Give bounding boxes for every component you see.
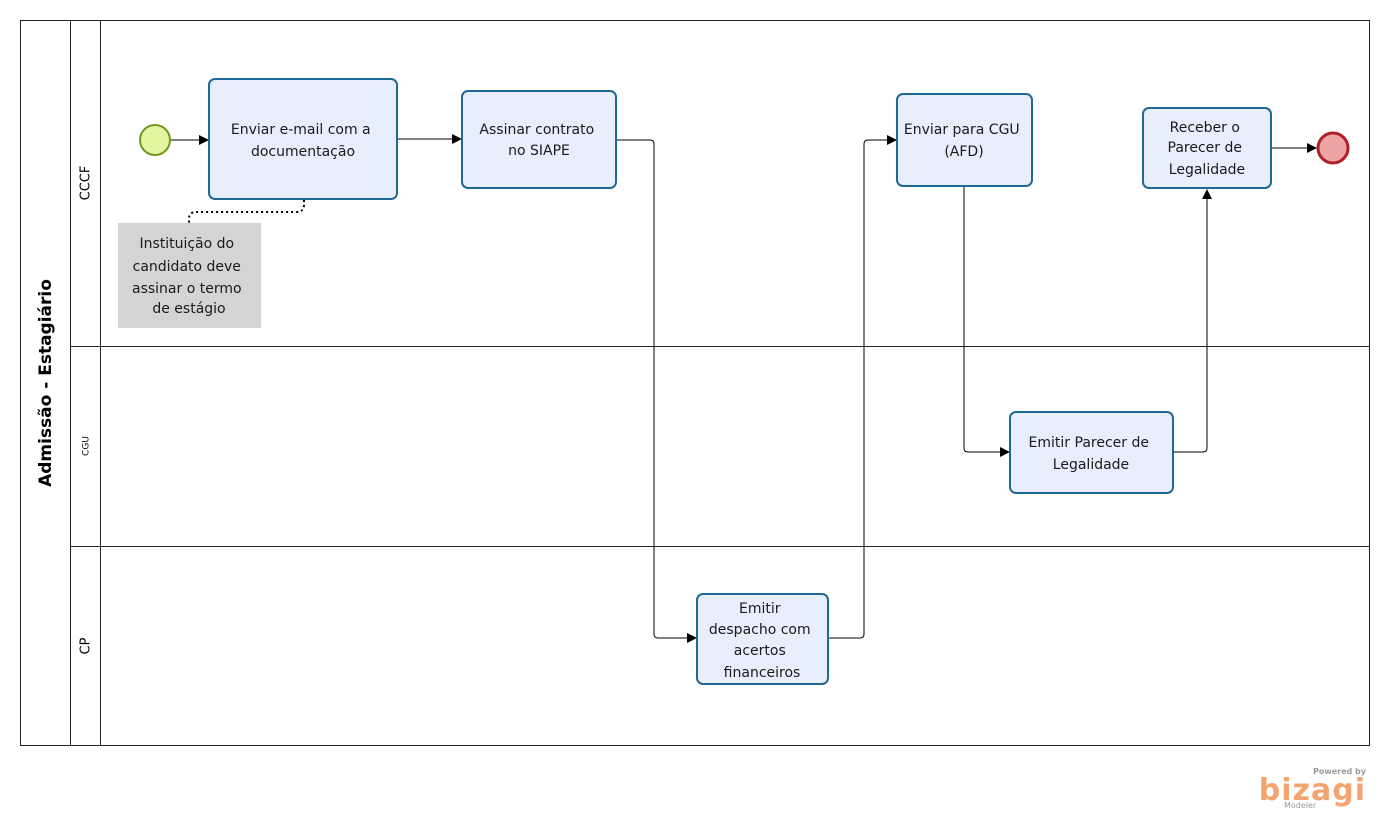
- task-label: Enviar e-mail com a documentação: [231, 122, 375, 160]
- flow-assinar-to-despacho: [616, 139, 697, 643]
- task-emitir-parecer[interactable]: Emitir Parecer de Legalidade: [1009, 411, 1174, 494]
- flow-enviar-cgu-to-emitir-parecer: [963, 187, 1010, 457]
- powered-by-text: Powered by: [1313, 767, 1367, 776]
- association-dotted: [188, 200, 305, 224]
- task-label: Assinar contrato no SIAPE: [479, 122, 598, 159]
- task-label: Enviar para CGU (AFD): [904, 122, 1024, 160]
- lane-label-cccf: CCCF: [79, 166, 94, 201]
- annotation-text: Instituição do candidato deve assinar o …: [132, 236, 246, 317]
- bizagi-wordmark: bizagi: [1259, 773, 1366, 808]
- task-enviar-cgu[interactable]: Enviar para CGU (AFD): [896, 93, 1033, 187]
- modeler-text: Modeler: [1284, 801, 1317, 810]
- task-enviar-email[interactable]: Enviar e-mail com a documentação: [208, 78, 398, 200]
- task-receber-parecer[interactable]: Receber o Parecer de Legalidade: [1142, 107, 1272, 189]
- bizagi-logo: Powered by bizagi Modeler: [1259, 767, 1367, 810]
- task-label: Receber o Parecer de Legalidade: [1168, 120, 1247, 178]
- end-event[interactable]: [1316, 131, 1350, 165]
- flow-despacho-to-enviar-cgu: [828, 135, 897, 639]
- flow-emitir-parecer-to-receber: [1173, 189, 1212, 453]
- task-label: Emitir Parecer de Legalidade: [1029, 435, 1154, 473]
- task-emitir-despacho[interactable]: Emitir despacho com acertos financeiros: [696, 593, 829, 685]
- task-label: Emitir despacho com acertos financeiros: [709, 601, 815, 681]
- annotation-box: [118, 223, 261, 328]
- pool-label: Admissão - Estagiário: [36, 279, 56, 487]
- lane-label-cp: CP: [79, 637, 94, 654]
- lane-label-cgu: CGU: [82, 436, 92, 456]
- start-event[interactable]: [139, 124, 171, 156]
- text-annotation: Instituição do candidato deve assinar o …: [118, 223, 261, 328]
- sequence-flows: [170, 134, 1317, 643]
- task-assinar-contrato[interactable]: Assinar contrato no SIAPE: [461, 90, 617, 189]
